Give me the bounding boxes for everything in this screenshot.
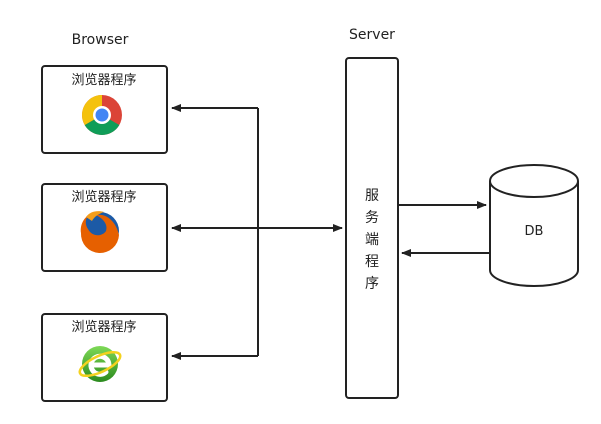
browser-label: 浏览器程序 — [71, 319, 136, 335]
server-db-connector — [398, 201, 490, 257]
browser-label: 浏览器程序 — [71, 72, 136, 88]
browser-label: 浏览器程序 — [71, 189, 136, 205]
database-node: DB — [489, 164, 579, 287]
browser-node-1: 浏览器程序 — [41, 65, 168, 154]
browser-server-connector — [171, 104, 343, 360]
server-heading: Server — [349, 27, 395, 43]
chrome-icon — [82, 95, 122, 135]
browser-node-2: 浏览器程序 — [41, 183, 168, 272]
server-char: 端 — [365, 232, 379, 248]
ie-icon — [78, 346, 122, 382]
browser-node-3: 浏览器程序 — [41, 313, 168, 402]
db-label: DB — [525, 224, 544, 239]
server-char: 务 — [365, 210, 379, 226]
server-char: 序 — [365, 276, 379, 292]
server-char: 程 — [365, 254, 379, 270]
browser-heading: Browser — [72, 32, 129, 48]
firefox-icon — [80, 211, 119, 254]
server-node: 服 务 端 程 序 — [345, 57, 399, 399]
server-char: 服 — [365, 188, 379, 204]
